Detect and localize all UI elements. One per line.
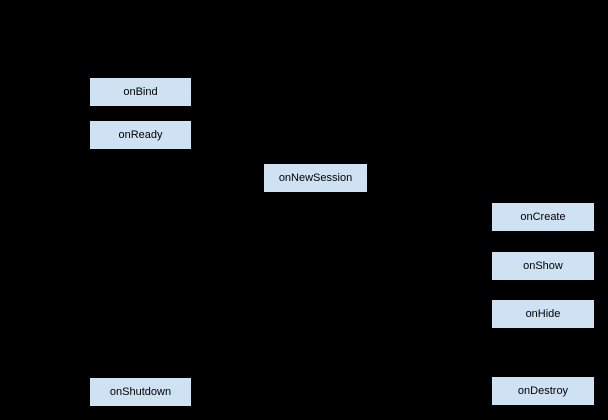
node-ondestroy: onDestroy (491, 376, 595, 406)
node-onshow: onShow (491, 251, 595, 281)
node-onbind: onBind (89, 77, 192, 107)
node-oncreate: onCreate (491, 202, 595, 232)
node-onnewsession: onNewSession (263, 163, 368, 193)
node-onshutdown: onShutdown (89, 377, 192, 407)
node-onhide: onHide (491, 299, 595, 329)
node-onready: onReady (89, 120, 192, 150)
